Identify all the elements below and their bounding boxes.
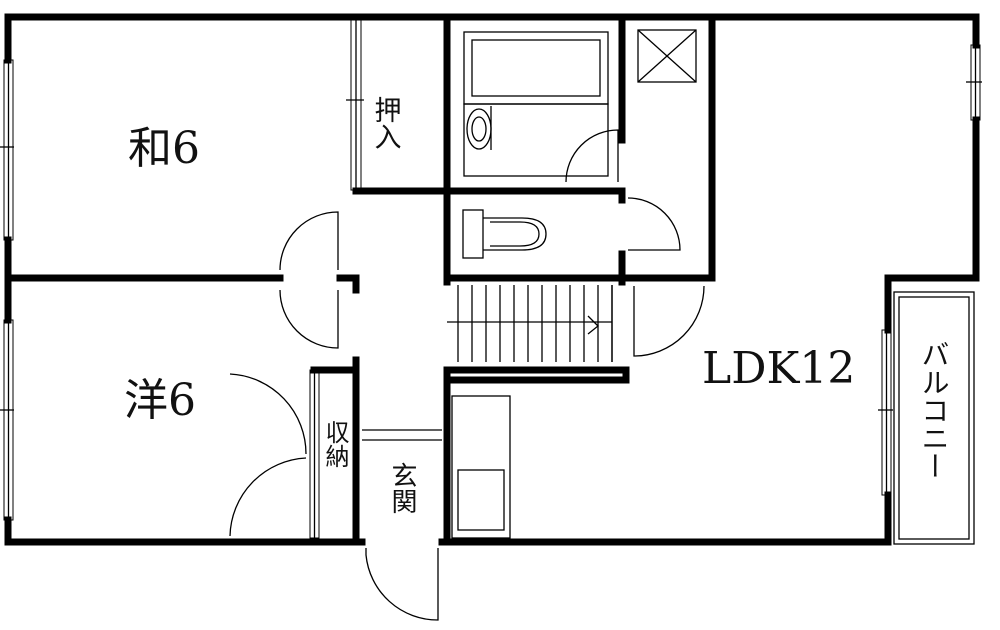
fixtures	[447, 29, 975, 545]
kitchen-sink	[457, 469, 505, 531]
room-labels: 和6 洋6 LDK12 押入 収納 玄関 バルコニー	[124, 96, 951, 514]
label-balcony: バルコニー	[918, 340, 951, 480]
wash-area	[463, 103, 609, 177]
walls	[4, 13, 980, 546]
door-swing-youshitsu-shuno-upper	[229, 373, 307, 455]
bathtub	[463, 31, 609, 105]
balcony-outline	[893, 291, 975, 545]
label-shuno: 収納	[321, 420, 349, 468]
label-youshitsu: 洋6	[124, 375, 196, 426]
washbasin	[466, 108, 492, 150]
door-swing-ldk	[633, 285, 705, 357]
label-ldk: LDK12	[702, 343, 855, 394]
staircase	[447, 285, 613, 362]
kitchen-counter	[451, 395, 511, 539]
door-swing-toilet	[627, 197, 681, 251]
door-swing-bath	[565, 129, 619, 183]
label-washitsu: 和6	[128, 123, 200, 174]
label-genkan: 玄関	[387, 462, 417, 514]
toilet	[462, 209, 547, 259]
ventilation-box	[637, 29, 697, 83]
label-oshiire: 押入	[370, 96, 401, 150]
door-swing-washitsu	[279, 211, 339, 271]
door-swing-youshitsu-shuno-lower	[229, 457, 307, 537]
door-swing-entrance	[365, 548, 439, 621]
doors	[229, 129, 705, 621]
door-swing-youshitsu	[279, 289, 339, 349]
